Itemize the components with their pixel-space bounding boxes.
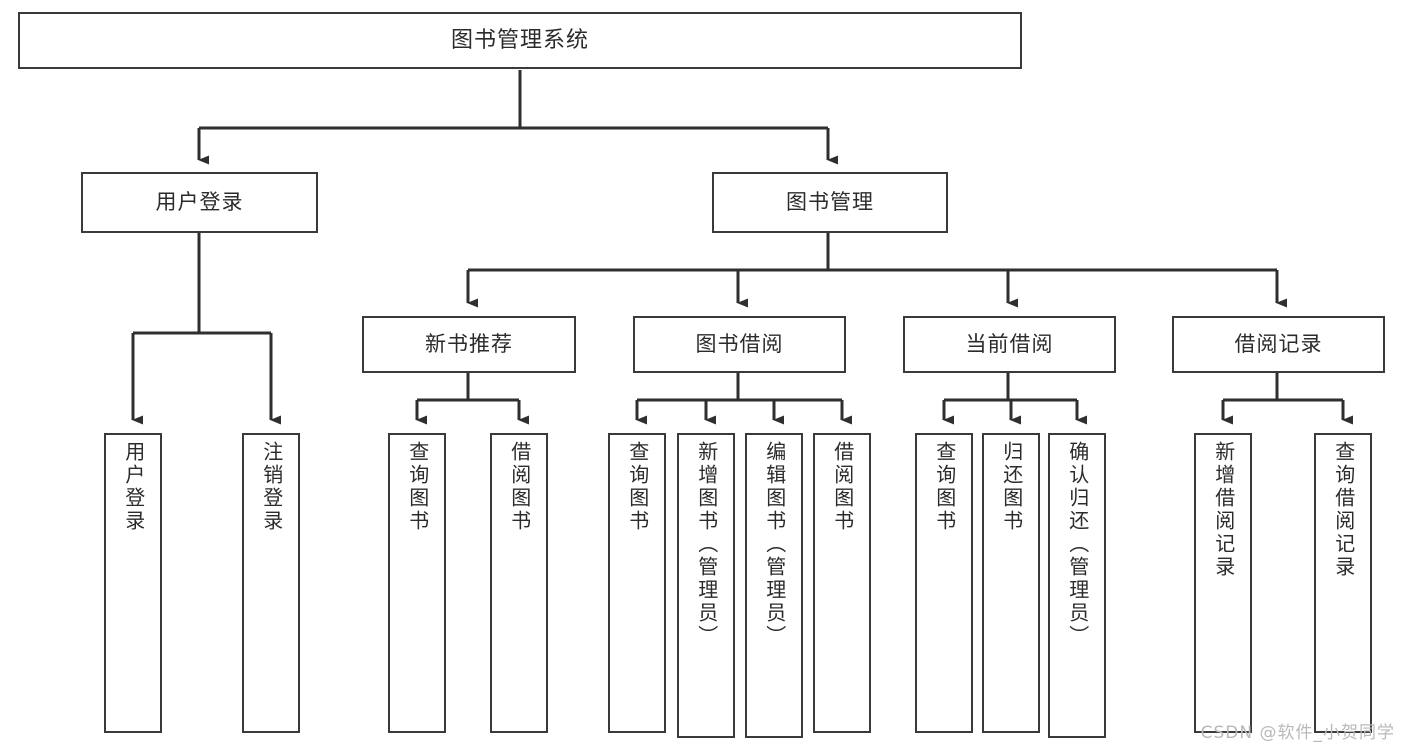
node-leaf-borrow-book-label: 借阅图书 [830, 441, 855, 533]
node-leaf-user-logout-label: 注销登录 [259, 441, 284, 533]
node-user-login-label: 用户登录 [155, 190, 244, 215]
node-leaf-borrow-add-book[interactable]: 新增图书（管理员） [677, 433, 735, 738]
node-borrow-record[interactable]: 借阅记录 [1172, 316, 1385, 373]
node-leaf-record-add[interactable]: 新增借阅记录 [1194, 433, 1252, 733]
node-new-book-recommend-label: 新书推荐 [425, 332, 513, 357]
node-leaf-borrow-query[interactable]: 查询图书 [608, 433, 666, 733]
node-leaf-current-confirm-return-label: 确认归还（管理员） [1065, 441, 1090, 648]
node-leaf-current-return[interactable]: 归还图书 [982, 433, 1040, 733]
node-leaf-record-query[interactable]: 查询借阅记录 [1314, 433, 1372, 733]
node-book-borrow-label: 图书借阅 [695, 332, 784, 357]
node-leaf-record-query-label: 查询借阅记录 [1331, 441, 1356, 579]
node-leaf-new-book-query[interactable]: 查询图书 [388, 433, 446, 733]
node-leaf-new-book-borrow-label: 借阅图书 [507, 441, 532, 533]
watermark: CSDN @软件_小贺同学 [1200, 723, 1395, 743]
node-leaf-user-login[interactable]: 用户登录 [104, 433, 162, 733]
node-leaf-new-book-borrow[interactable]: 借阅图书 [490, 433, 548, 733]
node-leaf-current-query[interactable]: 查询图书 [915, 433, 973, 733]
node-root-label: 图书管理系统 [450, 27, 589, 53]
node-leaf-new-book-query-label: 查询图书 [405, 441, 430, 533]
node-book-manage-label: 图书管理 [786, 190, 874, 215]
node-leaf-current-return-label: 归还图书 [999, 441, 1024, 533]
node-leaf-current-confirm-return[interactable]: 确认归还（管理员） [1048, 433, 1106, 738]
node-leaf-borrow-query-label: 查询图书 [625, 441, 650, 533]
node-root[interactable]: 图书管理系统 [18, 12, 1022, 69]
node-leaf-borrow-add-book-label: 新增图书（管理员） [694, 441, 719, 648]
node-leaf-borrow-edit-book[interactable]: 编辑图书（管理员） [745, 433, 803, 738]
node-leaf-user-logout[interactable]: 注销登录 [242, 433, 300, 733]
node-leaf-borrow-edit-book-label: 编辑图书（管理员） [762, 441, 787, 648]
node-leaf-user-login-label: 用户登录 [121, 441, 146, 533]
node-leaf-current-query-label: 查询图书 [932, 441, 957, 533]
node-user-login[interactable]: 用户登录 [81, 172, 318, 233]
node-borrow-record-label: 借阅记录 [1234, 332, 1323, 357]
node-leaf-record-add-label: 新增借阅记录 [1211, 441, 1236, 579]
node-current-borrow-label: 当前借阅 [965, 332, 1054, 357]
node-leaf-borrow-book[interactable]: 借阅图书 [813, 433, 871, 733]
node-current-borrow[interactable]: 当前借阅 [903, 316, 1116, 373]
node-book-manage[interactable]: 图书管理 [712, 172, 948, 233]
node-book-borrow[interactable]: 图书借阅 [633, 316, 846, 373]
node-new-book-recommend[interactable]: 新书推荐 [362, 316, 576, 373]
